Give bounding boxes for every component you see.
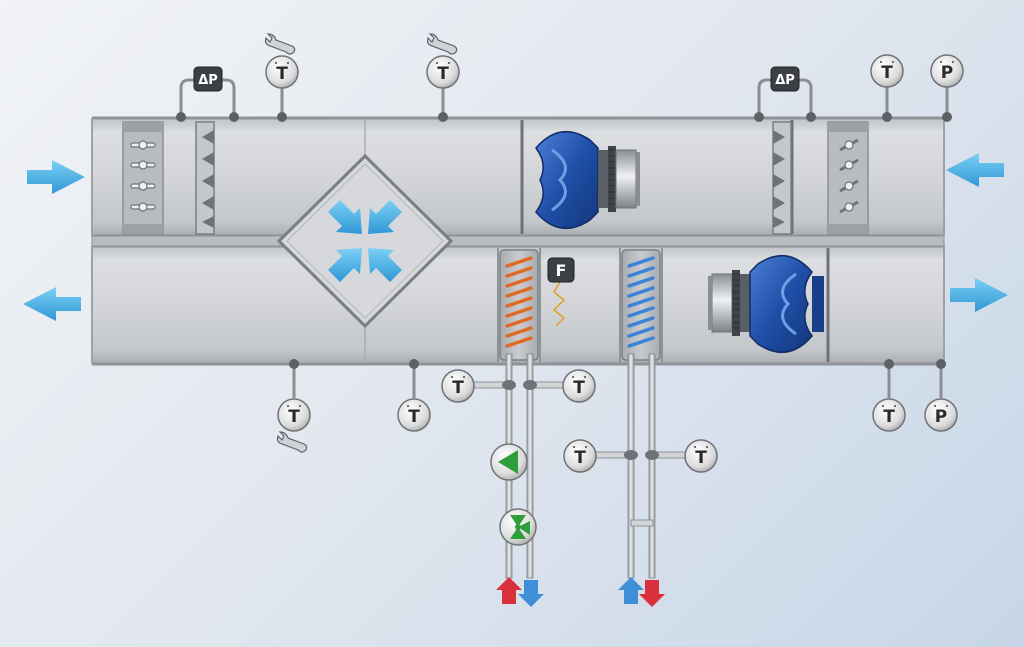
extract-fan[interactable] [535, 130, 640, 230]
supply-air-temp-sensor[interactable]: T [872, 398, 906, 432]
duct-divider [91, 235, 945, 247]
supply-air-outlet-arrow [950, 278, 1008, 312]
heating-flow-temp-sensor[interactable]: T [441, 369, 475, 403]
sensor-label: T [695, 448, 707, 468]
wrench-icon[interactable] [426, 33, 458, 55]
extract-air-filter[interactable] [772, 121, 792, 235]
cooling-coil[interactable] [621, 249, 661, 361]
dp-label: ΔP [198, 73, 218, 88]
wrench-icon[interactable] [264, 33, 296, 55]
top-sensor-taps [179, 78, 949, 117]
heating-return-temp-sensor[interactable]: T [562, 369, 596, 403]
exhaust-side-temp-sensor[interactable]: T [277, 398, 311, 432]
exhaust-air-damper[interactable] [827, 121, 869, 235]
sensor-label: T [883, 407, 895, 427]
sensor-label: T [288, 407, 300, 427]
supply-air-pressure-sensor[interactable]: P [924, 398, 958, 432]
frost-sensor[interactable]: F [547, 257, 575, 327]
exchange-arrows-icon [328, 200, 402, 282]
heating-valve[interactable] [499, 508, 537, 546]
cooling-supply-up-arrow [618, 577, 644, 604]
outdoor-air-inlet-arrow [27, 160, 85, 194]
heating-pump[interactable] [490, 443, 528, 481]
cooling-flow-temp-sensor[interactable]: T [563, 439, 597, 473]
sensor-label: T [276, 64, 288, 84]
cooling-return-down-arrow [639, 580, 665, 607]
outdoor-air-filter[interactable] [195, 121, 215, 235]
extract-air-temp-sensor[interactable]: T [870, 54, 904, 88]
sensor-label: P [941, 63, 953, 83]
top-duct [91, 116, 945, 238]
outdoor-air-temp-sensor[interactable]: T [265, 55, 299, 89]
dp-label: ΔP [775, 73, 795, 88]
sensor-label: T [573, 378, 585, 398]
sensor-label: T [452, 378, 464, 398]
cooling-return-temp-sensor[interactable]: T [684, 439, 718, 473]
sensor-label: T [437, 64, 449, 84]
extract-air-inlet-arrow [946, 153, 1004, 187]
wrench-icon[interactable] [276, 431, 308, 453]
cooling-water-circuit [591, 353, 693, 579]
filter-pressure-diff-sensor-extract[interactable]: ΔP [770, 66, 800, 92]
pump-icon [498, 450, 518, 474]
extract-air-pressure-sensor[interactable]: P [930, 54, 964, 88]
valve-icon [510, 515, 530, 539]
frost-sensor-label: F [556, 261, 567, 280]
sensor-label: P [935, 407, 947, 427]
sensor-label: T [881, 63, 893, 83]
sensor-label: T [408, 407, 420, 427]
heating-return-down-arrow [518, 580, 544, 607]
heating-coil[interactable] [499, 249, 539, 361]
recovery-outlet-temp-sensor[interactable]: T [397, 398, 431, 432]
supply-fan[interactable] [708, 254, 824, 354]
sensor-label: T [574, 448, 586, 468]
outdoor-air-damper[interactable] [122, 121, 164, 235]
heat-recovery-exchanger[interactable] [276, 153, 454, 329]
exhaust-air-temp-sensor[interactable]: T [426, 55, 460, 89]
bottom-sensor-taps [292, 365, 943, 398]
exhaust-air-outlet-arrow [23, 287, 81, 321]
heating-supply-up-arrow [496, 577, 522, 604]
filter-pressure-diff-sensor-outdoor[interactable]: ΔP [193, 66, 223, 92]
